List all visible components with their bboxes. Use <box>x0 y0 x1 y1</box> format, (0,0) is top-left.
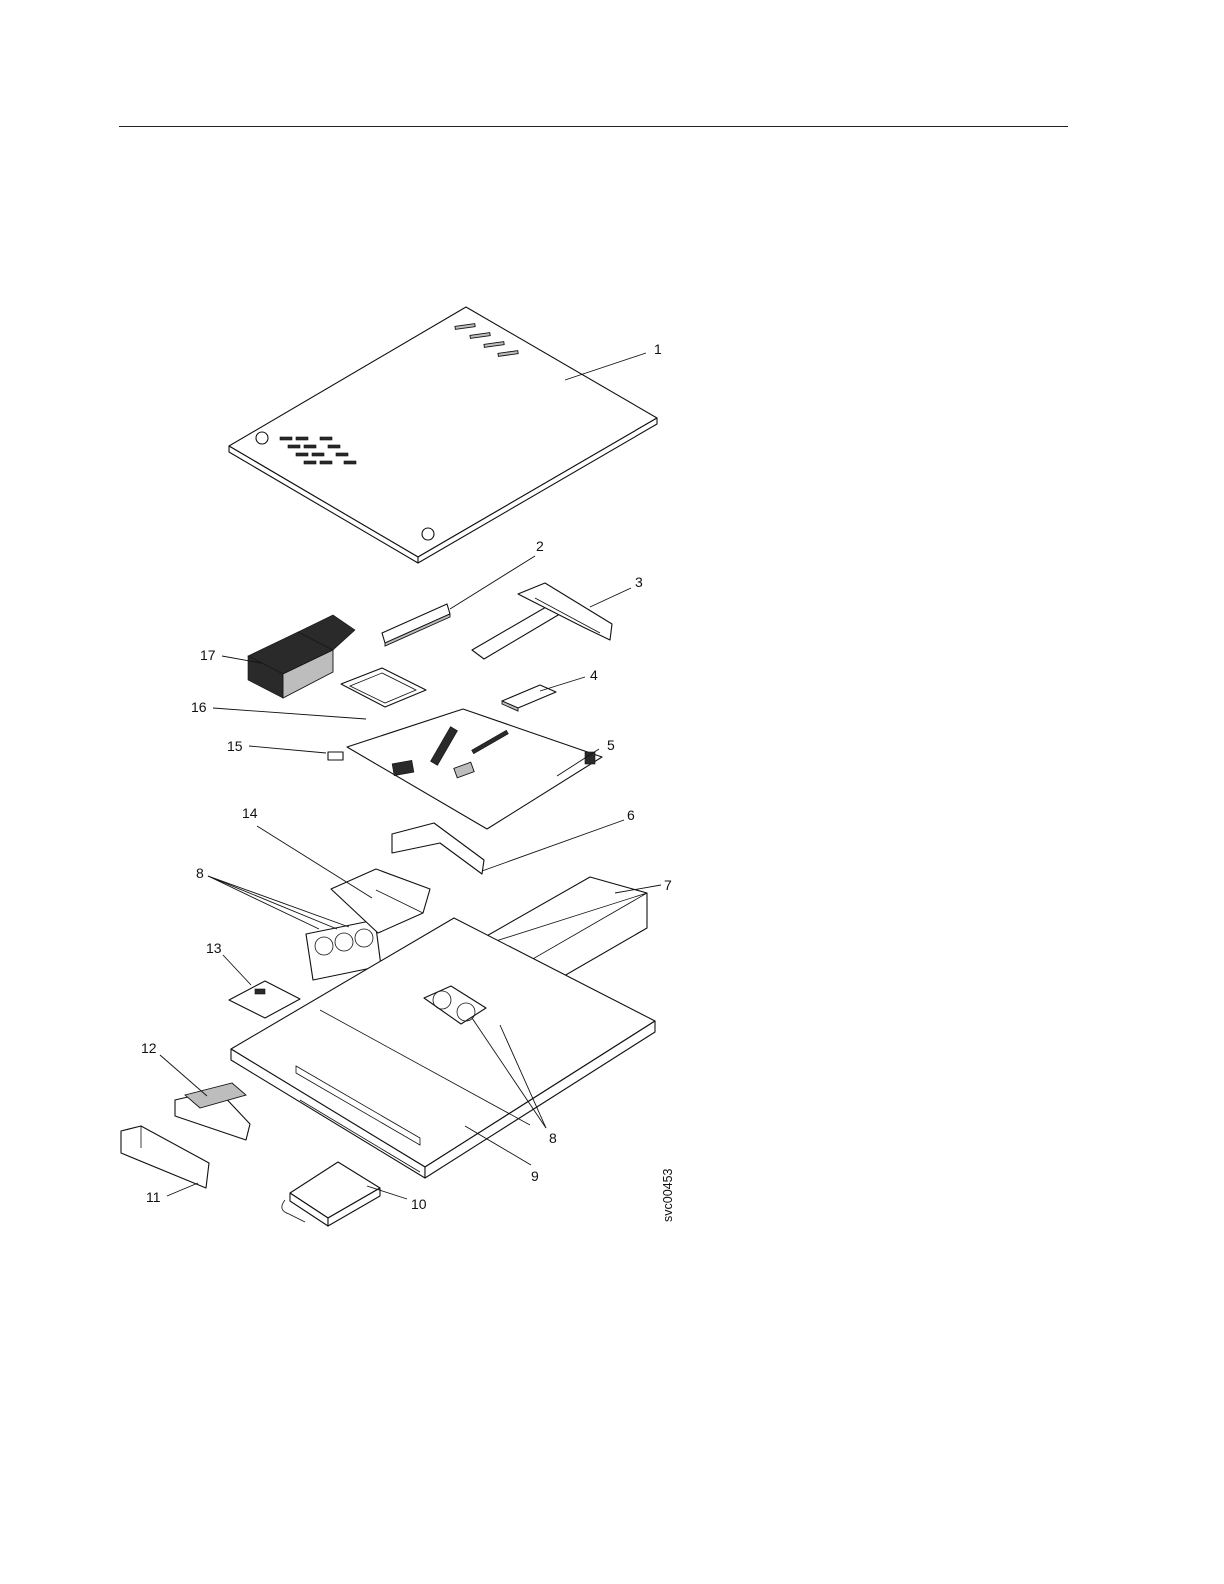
callout-3: 3 <box>635 574 643 590</box>
callout-9: 9 <box>531 1168 539 1184</box>
callout-8-left: 8 <box>196 865 204 881</box>
figure-id: svc00453 <box>661 1168 675 1222</box>
callout-6: 6 <box>627 807 635 823</box>
microprocessor <box>341 668 426 707</box>
dimm <box>382 604 450 646</box>
callout-2: 2 <box>536 538 544 554</box>
system-board <box>347 709 602 829</box>
pci-riser-cage <box>472 583 612 659</box>
front-bezel <box>121 1126 209 1188</box>
callout-8-right: 8 <box>549 1130 557 1146</box>
callout-13: 13 <box>206 940 222 956</box>
callout-17: 17 <box>200 647 216 663</box>
usb-board <box>229 981 300 1018</box>
callout-4: 4 <box>590 667 598 683</box>
callout-16: 16 <box>191 699 207 715</box>
callout-1: 1 <box>654 341 662 357</box>
top-cover <box>229 307 657 563</box>
operator-panel <box>175 1083 250 1140</box>
callout-7: 7 <box>664 877 672 893</box>
power-paddle-card <box>392 823 484 874</box>
battery <box>328 752 343 760</box>
callout-15: 15 <box>227 738 243 754</box>
hard-drive <box>282 1162 380 1226</box>
callout-12: 12 <box>141 1040 157 1056</box>
callout-11: 11 <box>146 1189 161 1205</box>
air-baffle <box>331 869 430 933</box>
callout-10: 10 <box>411 1196 427 1212</box>
heat-sink <box>248 615 355 698</box>
callout-5: 5 <box>607 737 615 753</box>
callout-14: 14 <box>242 805 258 821</box>
